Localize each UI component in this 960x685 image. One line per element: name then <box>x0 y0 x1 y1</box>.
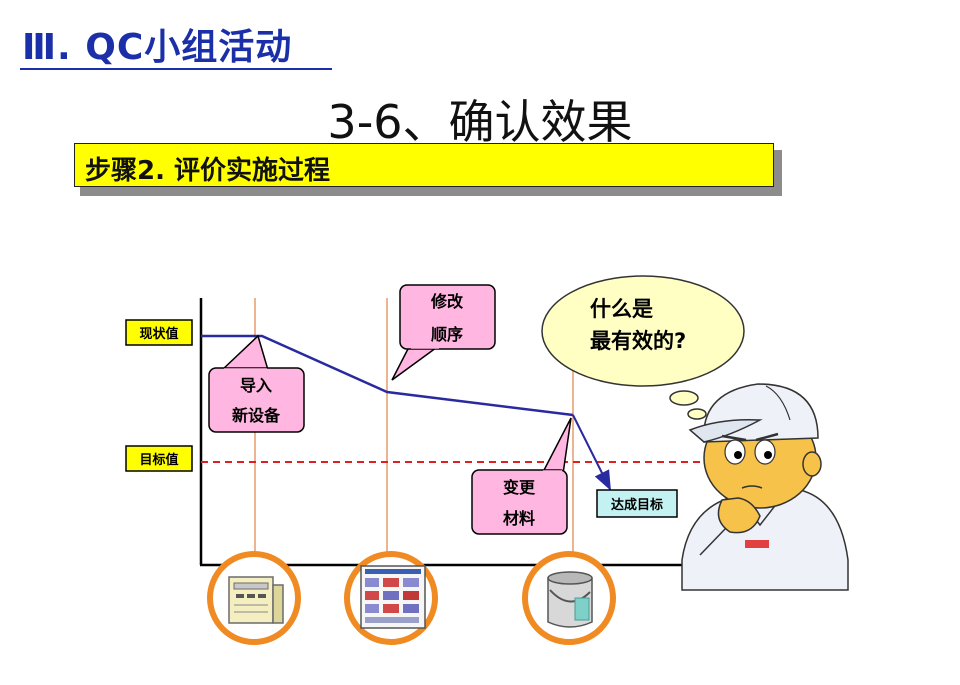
svg-text:最有效的?: 最有效的? <box>590 329 686 353</box>
section-title: Ⅲ. QC小组活动 <box>22 27 293 68</box>
thought-bubble: 什么是 最有效的? <box>541 275 745 420</box>
material-can-icon <box>522 551 616 645</box>
svg-text:材料: 材料 <box>503 509 535 528</box>
goal-achieved-label: 达成目标 <box>596 489 678 518</box>
procedure-document-icon <box>344 551 438 645</box>
page-title: 3-6、确认效果 <box>327 95 633 149</box>
svg-text:达成目标: 达成目标 <box>611 497 663 513</box>
svg-text:现状值: 现状值 <box>139 326 178 342</box>
trend-arrow <box>572 414 611 491</box>
callout-new-equipment: 导入 新设备 <box>208 334 305 433</box>
worker-thinking-icon <box>681 383 849 591</box>
trend-line <box>201 334 574 417</box>
section-title-underline <box>20 68 332 70</box>
svg-text:导入: 导入 <box>240 376 272 395</box>
target-value-label: 目标值 <box>125 445 193 472</box>
current-value-label: 现状值 <box>125 319 193 346</box>
svg-text:目标值: 目标值 <box>139 452 178 468</box>
svg-text:什么是: 什么是 <box>590 297 653 321</box>
callout-change-procedure: 修改 顺序 <box>391 284 496 381</box>
svg-text:新设备: 新设备 <box>232 406 281 425</box>
equipment-icon <box>207 551 301 645</box>
svg-text:修改: 修改 <box>430 292 464 311</box>
step-banner: 步骤2. 评价实施过程 <box>74 143 774 187</box>
callout-change-material: 变更 材料 <box>471 417 572 535</box>
step-banner-text: 步骤2. 评价实施过程 <box>85 156 331 186</box>
svg-text:变更: 变更 <box>503 478 536 497</box>
svg-text:顺序: 顺序 <box>431 325 463 344</box>
